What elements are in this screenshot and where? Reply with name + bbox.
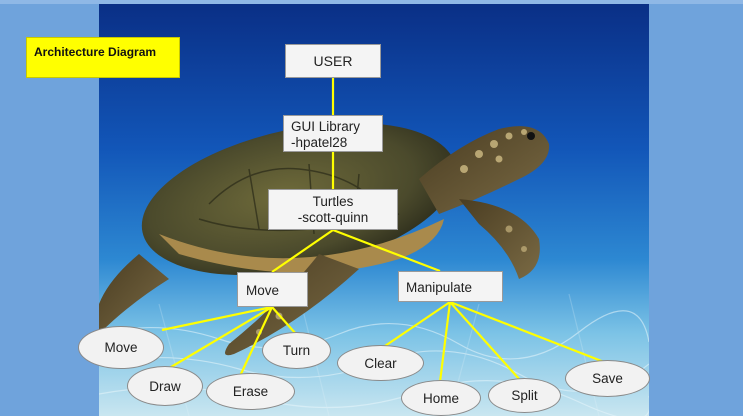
move-node: Move: [237, 272, 308, 307]
turtles-node-name: Turtles: [312, 194, 354, 209]
leaf-move-label: Move: [104, 340, 138, 355]
gui-library-node-author: -hpatel28: [291, 135, 348, 150]
connector-move-move: [161, 305, 273, 332]
connector-manipulate-clear: [381, 301, 451, 349]
leaf-home: Home: [401, 380, 481, 416]
connector-manipulate-split: [449, 301, 521, 381]
leaf-erase: Erase: [206, 373, 295, 410]
connector-move-erase: [239, 306, 273, 377]
turtles-node: Turtles -scott-quinn: [268, 189, 398, 230]
leaf-draw: Draw: [127, 366, 203, 406]
leaf-clear: Clear: [337, 345, 424, 381]
connector-manipulate-save: [449, 300, 605, 364]
turtles-node-author: -scott-quinn: [297, 210, 369, 225]
gui-library-node-name: GUI Library: [291, 119, 361, 134]
user-node-label: USER: [313, 53, 353, 69]
leaf-turn-label: Turn: [282, 343, 311, 358]
diagram-title-box: Architecture Diagram: [26, 37, 180, 78]
leaf-draw-label: Draw: [149, 378, 181, 394]
connector-turtles-move: [271, 229, 334, 273]
leaf-split-label: Split: [511, 388, 538, 403]
connector-move-turn: [271, 306, 297, 335]
manipulate-node-label: Manipulate: [406, 280, 473, 295]
leaf-turn: Turn: [262, 332, 331, 369]
leaf-save: Save: [565, 360, 650, 397]
connector-move-draw: [165, 306, 273, 371]
leaf-move: Move: [78, 326, 164, 369]
leaf-split: Split: [488, 378, 561, 413]
leaf-erase-label: Erase: [232, 384, 269, 399]
gui-library-node: GUI Library -hpatel28: [283, 115, 383, 152]
manipulate-node: Manipulate: [398, 271, 503, 302]
top-strip: [0, 0, 743, 4]
connector-manipulate-home: [438, 301, 452, 383]
diagram-title: Architecture Diagram: [34, 45, 157, 59]
leaf-clear-label: Clear: [364, 355, 397, 371]
leaf-home-label: Home: [422, 390, 459, 406]
leaf-save-label: Save: [592, 371, 623, 386]
connector-turtles-manipulate: [332, 228, 441, 273]
user-node: USER: [285, 44, 381, 78]
move-node-label: Move: [246, 283, 280, 298]
